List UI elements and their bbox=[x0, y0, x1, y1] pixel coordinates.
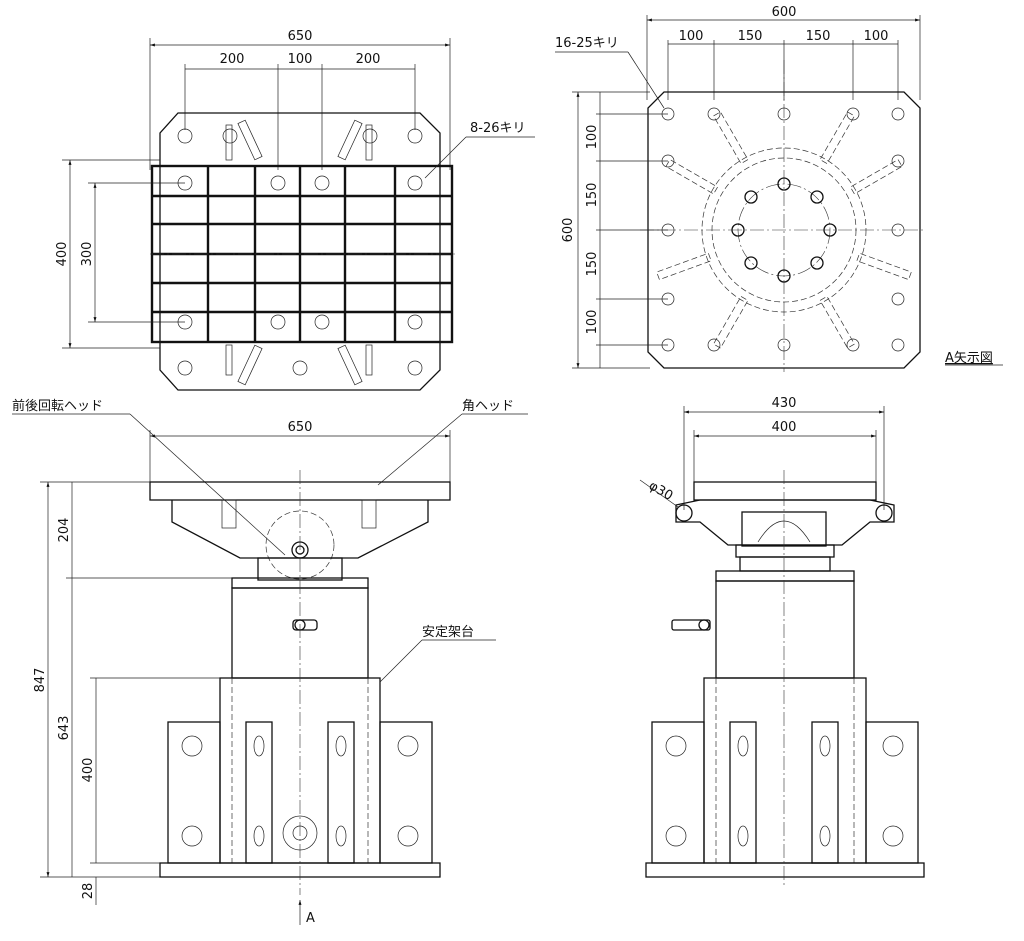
a-vert-3: 150 bbox=[585, 252, 600, 277]
a-pitch-1: 100 bbox=[679, 29, 704, 44]
a-pitch-4: 100 bbox=[864, 29, 889, 44]
side-view: 430 400 φ30 bbox=[639, 396, 925, 885]
top-holes bbox=[177, 128, 423, 376]
label-rotary-head: 前後回転ヘッド bbox=[12, 398, 103, 414]
label-square-head: 角ヘッド bbox=[462, 399, 514, 414]
side-hole-dia: φ30 bbox=[646, 478, 675, 504]
view-arrow-a: A bbox=[306, 911, 315, 926]
a-pitch-2: 150 bbox=[738, 29, 763, 44]
top-height-outer: 400 bbox=[55, 242, 70, 267]
a-width-dim: 600 bbox=[772, 5, 797, 20]
a-pitch-3: 150 bbox=[806, 29, 831, 44]
top-pitch-left: 200 bbox=[220, 52, 245, 67]
side-outer-width: 430 bbox=[772, 396, 797, 411]
a-view-title: A矢示図 bbox=[945, 351, 993, 366]
top-pitch-mid: 100 bbox=[288, 52, 313, 67]
top-hole-callout: 8-26キリ bbox=[470, 121, 526, 136]
front-total-height: 847 bbox=[33, 668, 48, 693]
front-width-dim: 650 bbox=[288, 420, 313, 435]
top-width-dim: 650 bbox=[288, 29, 313, 44]
a-hole-callout: 16-25キリ bbox=[555, 36, 619, 51]
a-vert-1: 100 bbox=[585, 125, 600, 150]
a-height-dim: 600 bbox=[561, 218, 576, 243]
side-inner-width: 400 bbox=[772, 420, 797, 435]
a-view: 600 100 150 150 100 16-25キリ bbox=[555, 5, 1003, 372]
front-foot-height: 28 bbox=[81, 883, 96, 900]
front-body-height: 643 bbox=[57, 716, 72, 741]
front-head-height: 204 bbox=[57, 518, 72, 543]
front-base-height: 400 bbox=[81, 758, 96, 783]
top-view: 650 200 100 200 bbox=[55, 29, 535, 391]
front-view: 前後回転ヘッド 角ヘッド 650 bbox=[12, 398, 528, 926]
top-pitch-right: 200 bbox=[356, 52, 381, 67]
top-height-inner: 300 bbox=[80, 242, 95, 267]
label-base: 安定架台 bbox=[422, 625, 474, 640]
a-vert-4: 100 bbox=[585, 310, 600, 335]
a-vert-2: 150 bbox=[585, 183, 600, 208]
